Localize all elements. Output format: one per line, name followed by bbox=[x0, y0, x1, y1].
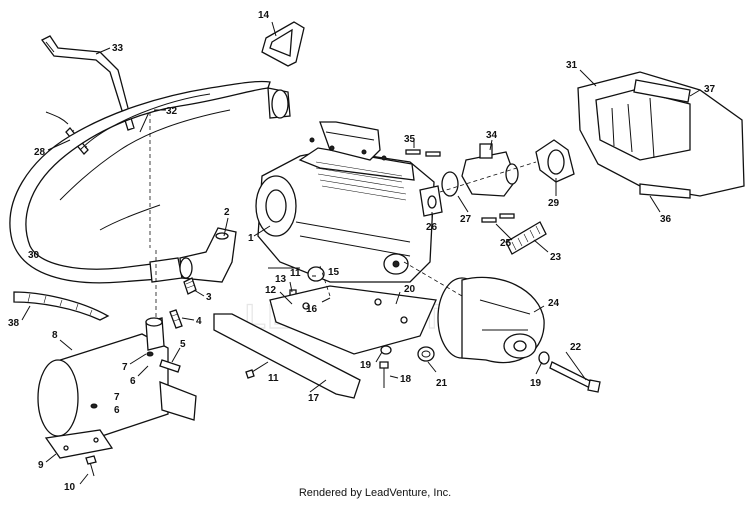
callout-34: 34 bbox=[486, 130, 498, 141]
callout-4: 4 bbox=[196, 316, 202, 327]
callout-24: 24 bbox=[548, 298, 560, 309]
deflector-38 bbox=[13, 291, 110, 321]
pin-35 bbox=[405, 149, 441, 157]
callout-25: 25 bbox=[500, 238, 512, 249]
bolt-11a bbox=[245, 361, 269, 379]
callout-12: 12 bbox=[265, 285, 277, 296]
callout-11b: 11 bbox=[290, 268, 301, 279]
callout-15: 15 bbox=[328, 267, 340, 278]
assembly-lines bbox=[149, 112, 537, 318]
callout-36: 36 bbox=[660, 214, 672, 225]
bolt-10 bbox=[85, 455, 97, 477]
callout-3: 3 bbox=[206, 292, 212, 303]
callout-32: 32 bbox=[166, 106, 178, 117]
muffler-8 bbox=[37, 317, 197, 445]
manifold-2 bbox=[179, 227, 237, 283]
callout-38: 38 bbox=[8, 318, 20, 329]
washer-19 bbox=[538, 351, 550, 365]
plate-20 bbox=[269, 285, 437, 355]
air-silencer-31 bbox=[577, 71, 745, 199]
nut-21 bbox=[417, 346, 435, 362]
bolt-5 bbox=[159, 359, 181, 373]
exhaust-pipe-30 bbox=[9, 80, 291, 284]
filter-23 bbox=[505, 221, 547, 255]
adapter-29 bbox=[535, 139, 575, 183]
callout-14: 14 bbox=[258, 10, 270, 21]
callout-10: 10 bbox=[64, 482, 76, 493]
callout-7a: 7 bbox=[122, 362, 128, 373]
callout-23: 23 bbox=[550, 252, 562, 263]
washer-6 bbox=[90, 351, 154, 409]
spring-4 bbox=[169, 309, 183, 329]
guard-17 bbox=[213, 313, 361, 399]
callout-35: 35 bbox=[404, 134, 416, 145]
callout-13: 13 bbox=[275, 274, 287, 285]
bracket-33 bbox=[41, 35, 135, 131]
engine-1 bbox=[255, 121, 435, 283]
callout-17: 17 bbox=[308, 393, 320, 404]
clamp-27 bbox=[441, 171, 459, 197]
callout-7b: 7 bbox=[114, 392, 120, 403]
callout-18: 18 bbox=[400, 374, 412, 385]
nut-19 bbox=[380, 345, 392, 355]
part-15 bbox=[307, 266, 325, 282]
callout-21: 21 bbox=[436, 378, 448, 389]
callout-37: 37 bbox=[704, 84, 716, 95]
callout-30: 30 bbox=[28, 250, 40, 261]
clutch-24 bbox=[437, 276, 545, 364]
callout-26: 26 bbox=[426, 222, 438, 233]
callout-29: 29 bbox=[548, 198, 560, 209]
pin-25 bbox=[481, 213, 515, 223]
bolt-18 bbox=[379, 361, 389, 388]
flange-26 bbox=[419, 185, 443, 217]
callout-16: 16 bbox=[306, 304, 318, 315]
callout-labels: 1 2 3 4 5 6 7 7 6 8 9 10 11 11 12 13 14 … bbox=[8, 10, 716, 493]
carburetor-34 bbox=[461, 143, 519, 197]
callout-11a: 11 bbox=[268, 373, 279, 384]
callout-19b: 19 bbox=[530, 378, 542, 389]
bracket-9 bbox=[44, 429, 114, 459]
handle-14 bbox=[261, 21, 305, 67]
bolt-22 bbox=[549, 361, 601, 393]
callout-8: 8 bbox=[52, 330, 58, 341]
callout-22: 22 bbox=[570, 342, 582, 353]
callout-2: 2 bbox=[224, 207, 230, 218]
callout-9: 9 bbox=[38, 460, 44, 471]
callout-33: 33 bbox=[112, 43, 124, 54]
leader-lines bbox=[21, 21, 701, 485]
callout-6a: 6 bbox=[130, 376, 136, 387]
callout-20: 20 bbox=[404, 284, 416, 295]
callout-19a: 19 bbox=[360, 360, 372, 371]
footer-credit: Rendered by LeadVenture, Inc. bbox=[298, 487, 452, 499]
callout-28: 28 bbox=[34, 147, 46, 158]
callout-6b: 6 bbox=[114, 405, 120, 416]
spring-3 bbox=[183, 277, 197, 295]
callout-27: 27 bbox=[460, 214, 472, 225]
callout-31: 31 bbox=[566, 60, 578, 71]
callout-1: 1 bbox=[248, 233, 254, 244]
callout-5: 5 bbox=[180, 339, 186, 350]
